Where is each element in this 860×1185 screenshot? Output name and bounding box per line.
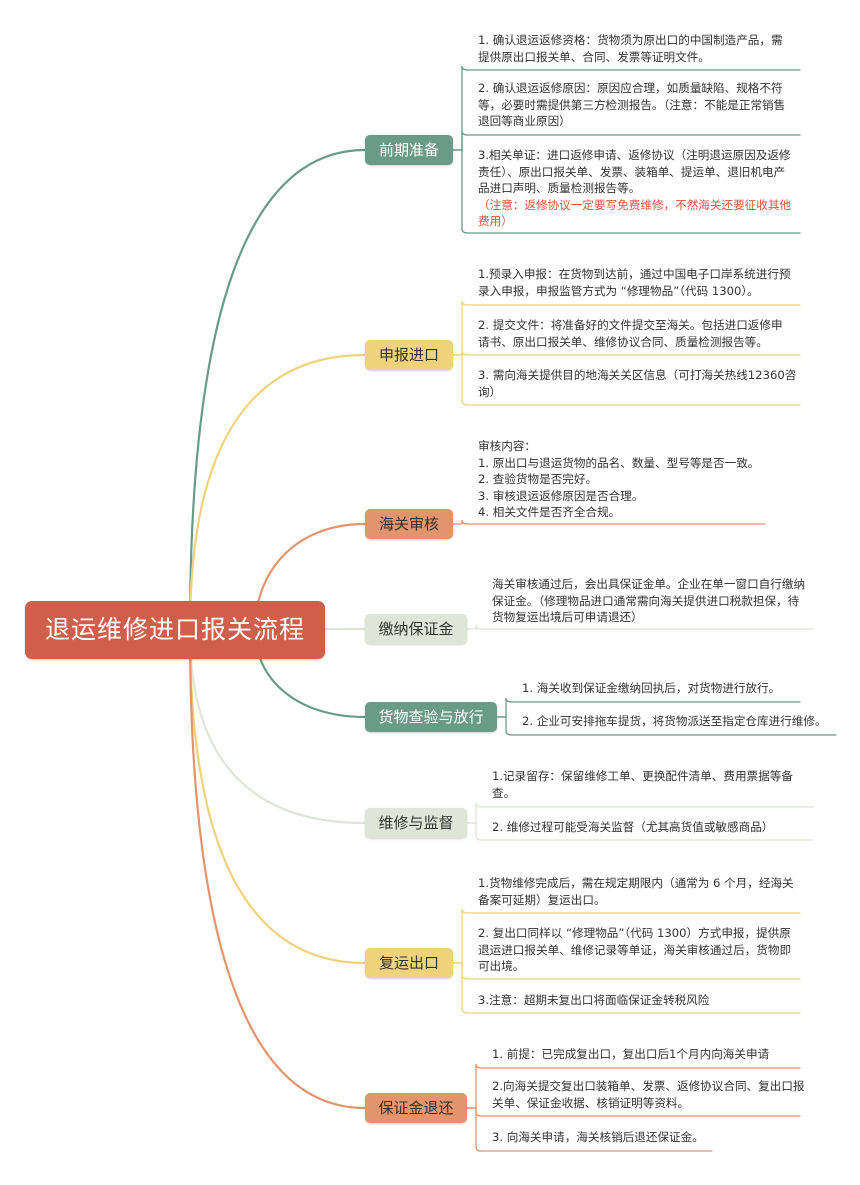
link-branch-declare-import-leaf-1: [452, 350, 801, 356]
leaf-prep-1: 1. 确认退运返修资格：货物须为原出口的中国制造产品，需 提供原出口报关单、合同…: [478, 33, 783, 64]
branch-repair-supervision[interactable]: 维修与监督: [365, 808, 467, 838]
leaf-declare-3: 3. 需向海关提供目的地海关关区信息（可打海关热线12360咨 询）: [478, 368, 797, 399]
link-branch-deposit-refund-leaf-0: [466, 1063, 801, 1109]
leaf-prep-3-text: 3.相关单证：进口返修申请、返修协议（注明退运原因及返修 责任）、原出口报关单、…: [478, 148, 791, 196]
link-branch-customs-review-leaf-0: [452, 519, 766, 525]
leaf-refund-2: 2.向海关提交复出口装箱单、发票、返修协议合同、复出口报 关单、保证金收据、核销…: [492, 1079, 805, 1110]
leaf-reexport-1: 1.货物维修完成后，需在规定期限内（通常为 6 个月，经海关 备案可延期）复运出…: [478, 876, 794, 907]
leaf-prep-2: 2. 确认退运返修原因：原因应合理，如质量缺陷、规格不符 等，必要时需提供第三方…: [478, 81, 786, 129]
leaf-release-2: 2. 企业可安排拖车提货，将货物派送至指定仓库进行维修。: [522, 714, 827, 728]
link-branch-prep-leaf-0: [452, 65, 801, 151]
leaf-review-1: 审核内容： 1. 原出口与退运货物的品名、数量、型号等是否一致。 2. 查验货物…: [478, 439, 760, 520]
leaf-deposit-1: 海关审核通过后，会出具保证金单。企业在单一窗口自行缴纳 保证金。（修理物品进口通…: [492, 577, 806, 625]
branch-customs-review[interactable]: 海关审核: [365, 509, 453, 539]
link-branch-pay-deposit-leaf-0: [466, 624, 814, 630]
branch-re-export[interactable]: 复运出口: [365, 948, 453, 978]
leaf-refund-3: 3. 向海关申请，海关核销后退还保证金。: [492, 1130, 704, 1144]
leaf-prep-3-note: （注意：返修协议一定要写免费维修，不然海关还要征收其他 费用）: [478, 197, 792, 229]
link-branch-prep-leaf-1: [452, 130, 801, 151]
leaf-reexport-3: 3.注意：超期未复出口将面临保证金转税风险: [478, 993, 710, 1007]
leaf-declare-2: 2. 提交文件：将准备好的文件提交至海关。包括进口返修申 请书、原出口报关单、维…: [478, 318, 783, 349]
branch-inspection-release[interactable]: 货物查验与放行: [365, 702, 497, 732]
leaf-declare-1: 1.预录入申报：在货物到达前，通过中国电子口岸系统进行预 录入申报，申报监管方式…: [478, 267, 791, 298]
branch-deposit-refund[interactable]: 保证金退还: [365, 1093, 467, 1123]
root-topic[interactable]: 退运维修进口报关流程: [25, 601, 325, 659]
link-branch-inspection-release-leaf-1: [496, 716, 837, 736]
branch-pay-deposit[interactable]: 缴纳保证金: [365, 614, 467, 644]
link-branch-repair-supervision-leaf-1: [466, 822, 814, 841]
link-root-branch-prep: [188, 148, 367, 632]
leaf-refund-1: 1. 前提：已完成复出口，复出口后1个月内向海关申请: [492, 1047, 770, 1061]
link-branch-declare-import-leaf-0: [452, 300, 801, 356]
leaf-release-1: 1. 海关收到保证金缴纳回执后，对货物进行放行。: [522, 681, 781, 695]
link-root-branch-repair-supervision: [188, 628, 367, 825]
leaf-prep-3: 3.相关单证：进口返修申请、返修协议（注明退运原因及返修 责任）、原出口报关单、…: [478, 147, 803, 230]
link-branch-inspection-release-leaf-0: [496, 697, 801, 718]
link-branch-re-export-leaf-2: [452, 962, 801, 1014]
link-root-branch-deposit-refund: [188, 628, 367, 1110]
leaf-repair-2: 2. 维修过程可能受海关监督（尤其高货值或敏感商品）: [492, 820, 774, 834]
link-branch-repair-supervision-leaf-0: [466, 802, 814, 824]
branch-prep[interactable]: 前期准备: [365, 135, 453, 165]
link-branch-prep-leaf-2: [452, 149, 801, 234]
link-branch-declare-import-leaf-2: [452, 354, 801, 406]
link-branch-re-export-leaf-0: [452, 908, 801, 964]
leaf-reexport-2: 2. 复出口同样以 “修理物品”（代码 1300）方式申报，提供原 退运进口报关…: [478, 926, 792, 974]
link-root-branch-re-export: [188, 628, 367, 965]
link-branch-deposit-refund-leaf-2: [466, 1107, 713, 1152]
link-root-branch-declare-import: [188, 353, 367, 632]
branch-declare-import[interactable]: 申报进口: [365, 340, 453, 370]
leaf-repair-1: 1.记录留存：保留维修工单、更换配件清单、费用票据等备 查。: [492, 769, 793, 800]
